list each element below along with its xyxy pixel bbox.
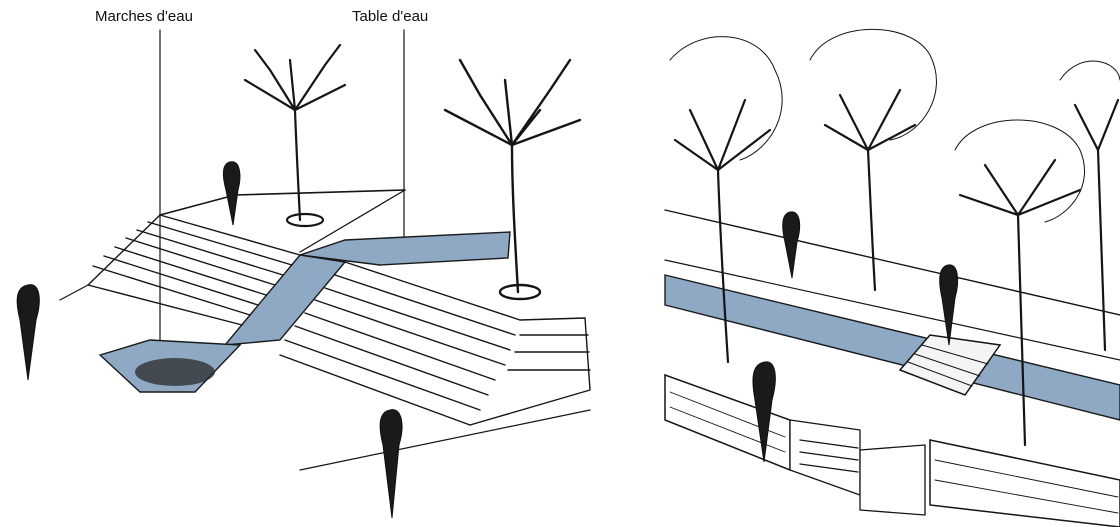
- figure-bottom: [379, 409, 403, 519]
- left-staircase: [87, 214, 301, 326]
- stone-wall-right: [929, 439, 1120, 527]
- footbridge: [898, 334, 1002, 396]
- figure-lower: [752, 361, 776, 463]
- tree-3: [954, 119, 1085, 447]
- tree-right: [443, 58, 582, 301]
- label-water-table: Table d'eau: [352, 8, 429, 25]
- water-channel: [664, 274, 1120, 421]
- figure-promenade: [782, 211, 801, 279]
- basin-stones: [135, 358, 215, 386]
- tree-2: [809, 28, 937, 292]
- figure-bridge: [939, 264, 959, 346]
- right-staircase: [279, 261, 591, 426]
- tree-left: [243, 43, 347, 228]
- water-table: [299, 231, 511, 266]
- stair-descent: [789, 419, 926, 516]
- figure-top: [222, 161, 241, 226]
- left-sketch: [16, 29, 591, 519]
- label-water-steps: Marches d'eau: [95, 8, 193, 25]
- tree-1: [669, 36, 783, 364]
- tree-4: [1059, 60, 1120, 352]
- right-sketch: [664, 28, 1120, 527]
- figure-left: [16, 284, 40, 381]
